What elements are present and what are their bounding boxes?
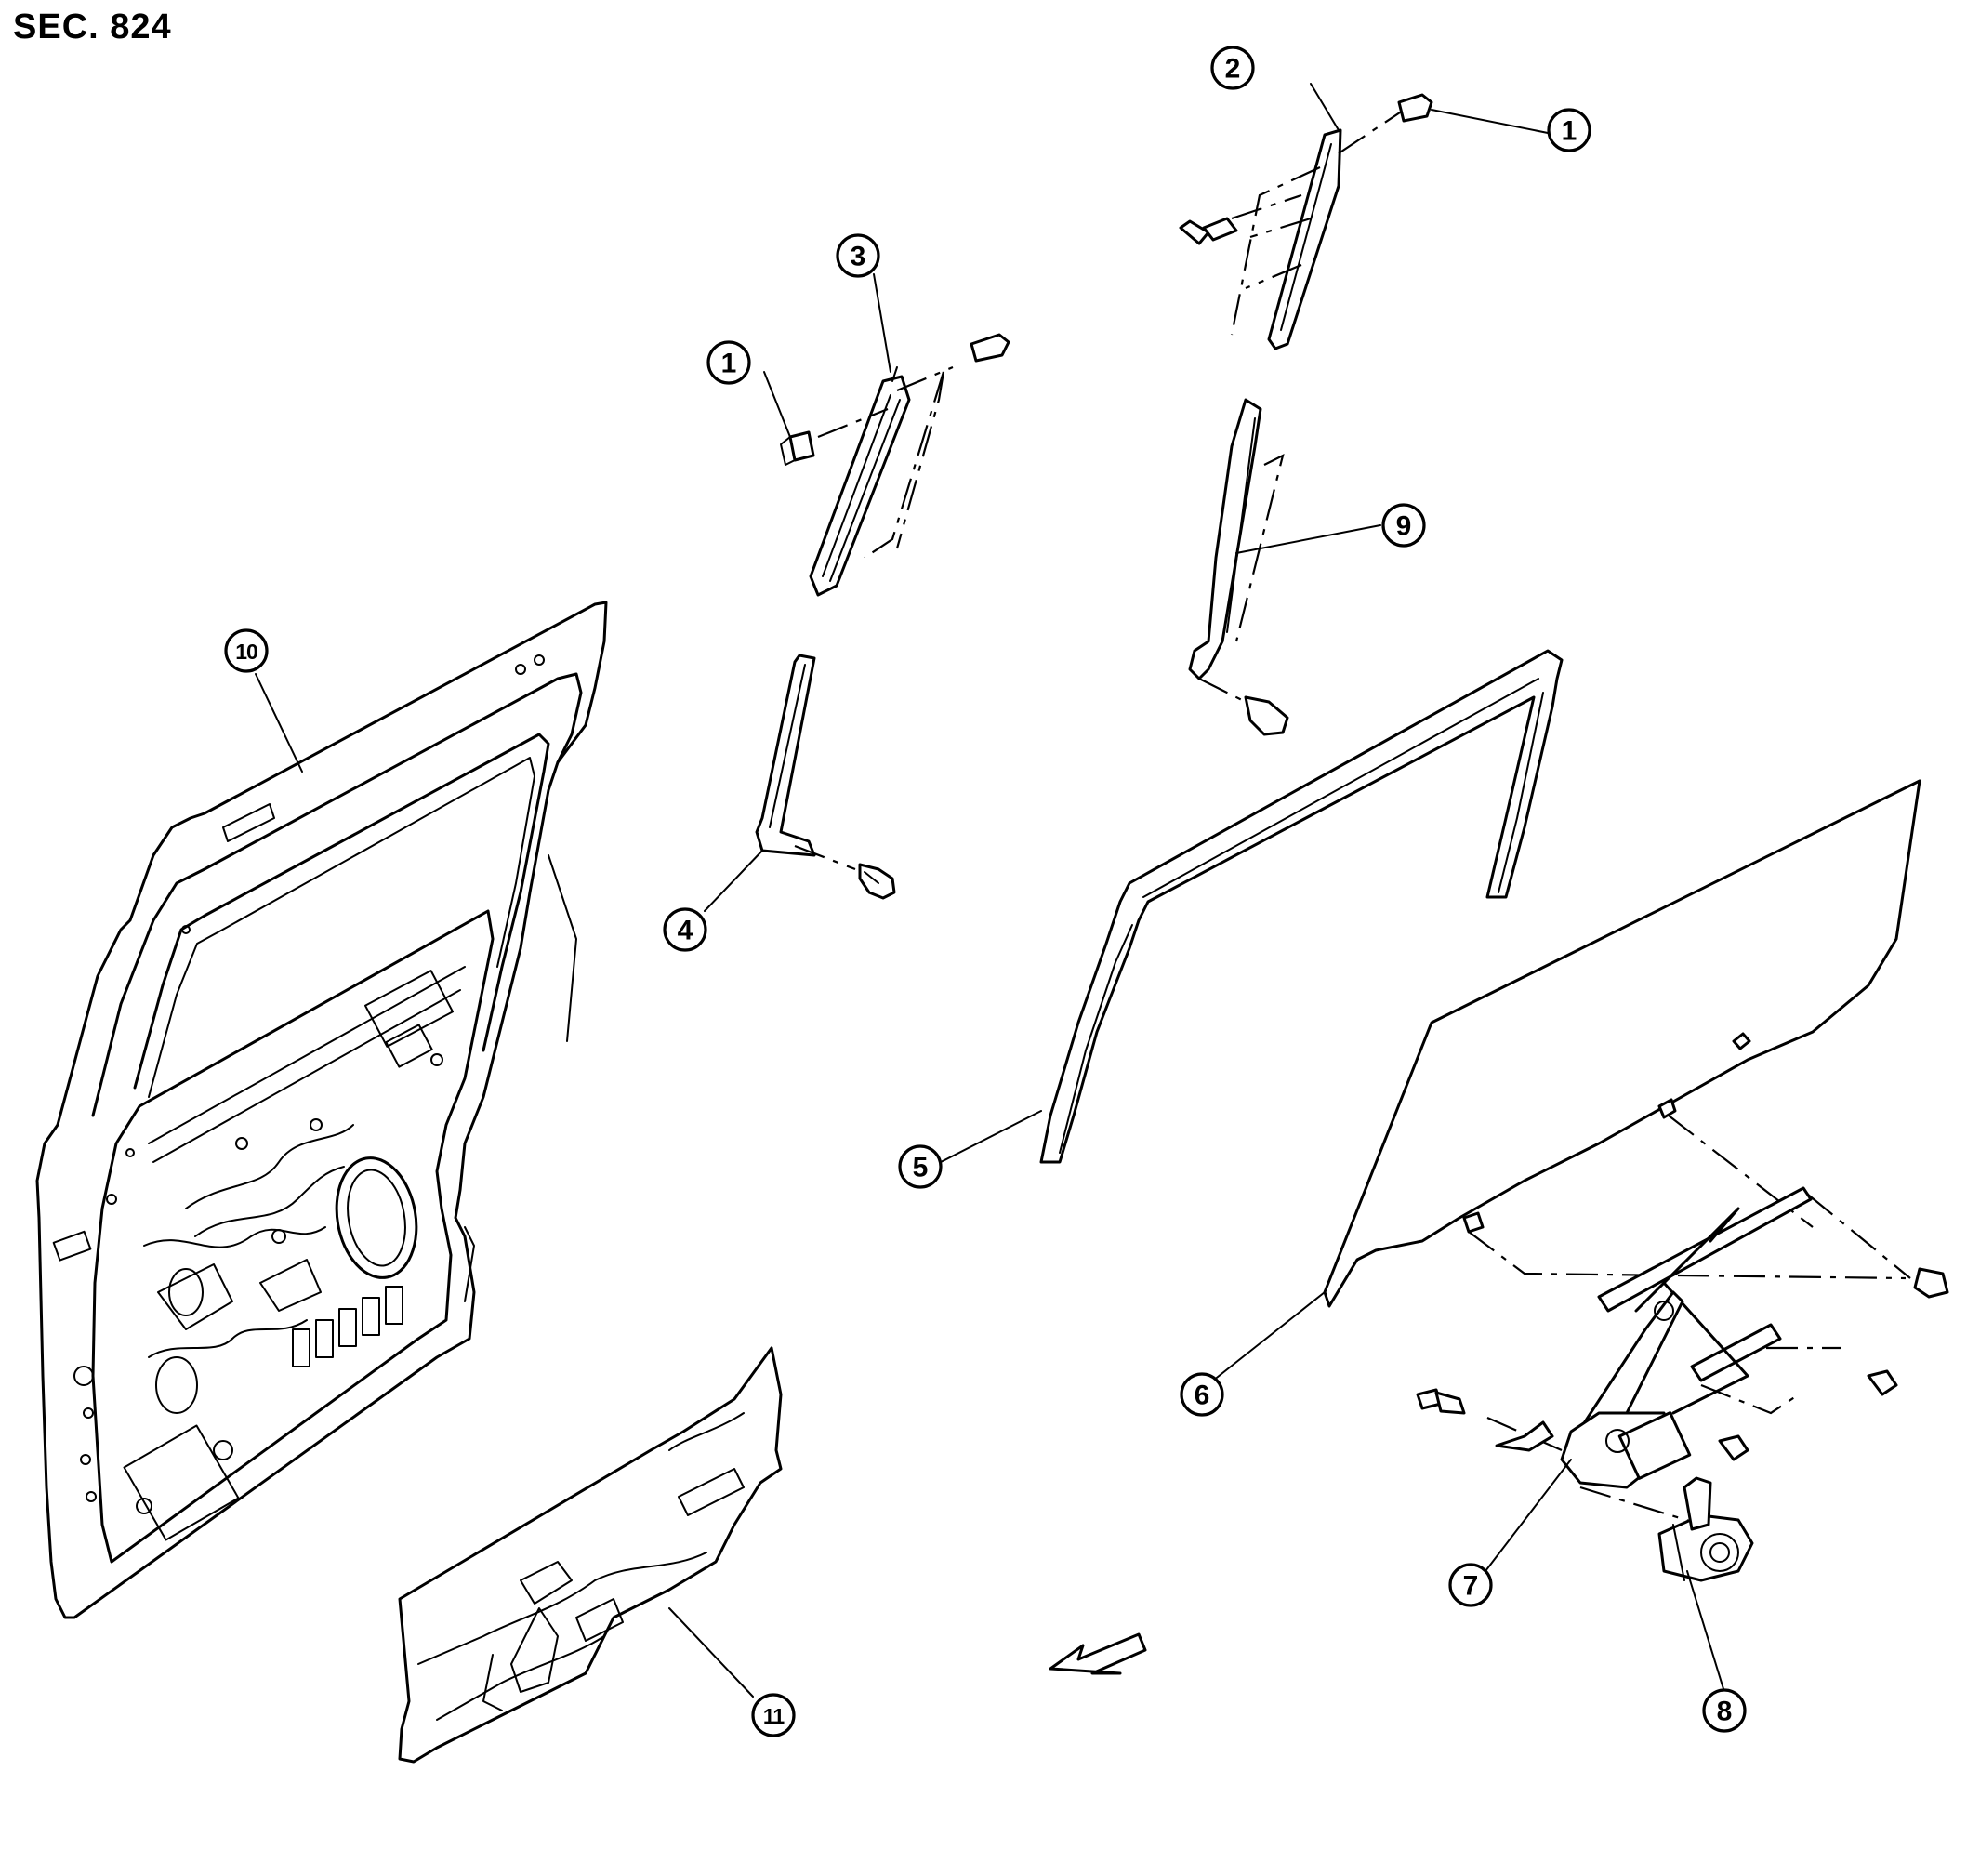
callout-label: 9 bbox=[1396, 511, 1412, 542]
callout-5: 5 bbox=[898, 1144, 943, 1189]
callout-4: 4 bbox=[663, 907, 707, 952]
rear-upper-sash-part bbox=[1179, 93, 1433, 350]
callout-label: 7 bbox=[1463, 1571, 1479, 1602]
rear-lower-sash-part bbox=[1188, 398, 1289, 736]
callout-3: 3 bbox=[836, 233, 880, 278]
glass-run-part bbox=[1039, 649, 1564, 1164]
callout-label: 8 bbox=[1717, 1697, 1733, 1727]
callout-6: 6 bbox=[1180, 1372, 1224, 1417]
front-lower-sash-part bbox=[755, 654, 896, 900]
callout-label: 10 bbox=[235, 640, 257, 664]
leader-lines bbox=[255, 83, 1725, 1698]
front-direction-arrow-icon bbox=[1049, 1632, 1147, 1675]
callout-label: 5 bbox=[913, 1153, 929, 1183]
callout-label: 6 bbox=[1195, 1381, 1210, 1411]
callout-2: 2 bbox=[1210, 46, 1255, 90]
callout-11: 11 bbox=[751, 1693, 796, 1737]
regulator-motor-part bbox=[1657, 1476, 1754, 1582]
callout-1-lower: 1 bbox=[706, 340, 751, 385]
callout-label: 1 bbox=[1562, 116, 1577, 147]
callout-9: 9 bbox=[1381, 503, 1426, 548]
callout-10: 10 bbox=[224, 628, 269, 673]
section-title: SEC. 824 bbox=[13, 7, 172, 46]
regulator-part bbox=[1416, 1186, 1949, 1526]
callout-label: 4 bbox=[678, 916, 693, 946]
callout-label: 1 bbox=[721, 349, 737, 379]
callout-8: 8 bbox=[1702, 1688, 1747, 1733]
sealing-screen-part bbox=[398, 1346, 783, 1764]
callout-label: 2 bbox=[1225, 54, 1241, 85]
callout-1-upper: 1 bbox=[1547, 108, 1591, 152]
callout-label: 11 bbox=[763, 1704, 785, 1728]
callout-label: 3 bbox=[851, 242, 866, 272]
door-panel-part bbox=[35, 601, 608, 1619]
callout-7: 7 bbox=[1448, 1563, 1493, 1607]
door-glass-part bbox=[1323, 779, 1921, 1308]
front-sash-part bbox=[780, 333, 1010, 597]
